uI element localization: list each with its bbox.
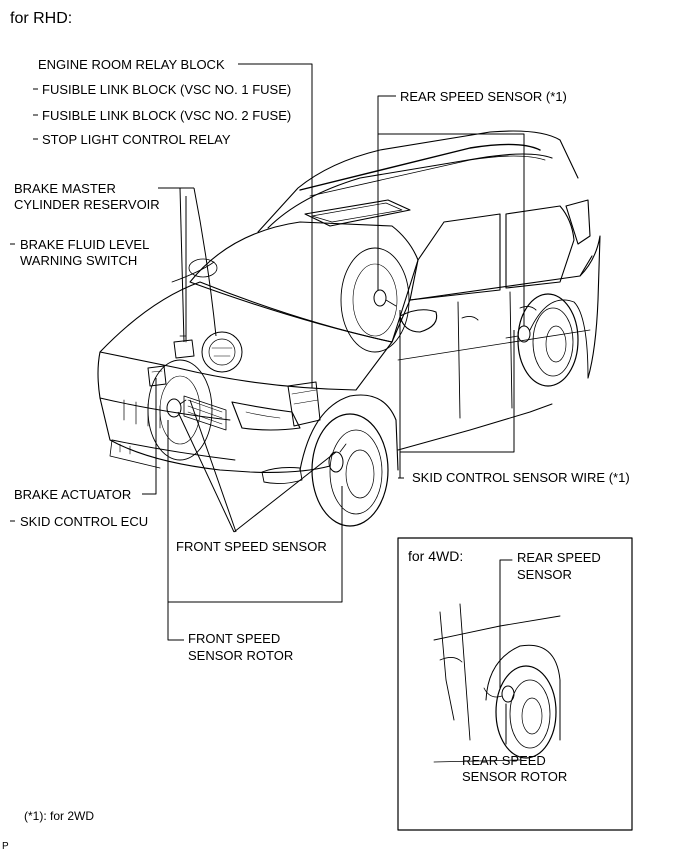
engine-room-relay-block bbox=[287, 381, 321, 427]
label-front-rotor-line1: FRONT SPEED bbox=[188, 631, 281, 646]
label-brake-master-line2: CYLINDER RESERVOIR bbox=[14, 197, 160, 212]
label-stop-light-relay: STOP LIGHT CONTROL RELAY bbox=[42, 132, 231, 147]
inset-label-rear-sensor-line2: SENSOR bbox=[517, 567, 572, 582]
label-engine-room-relay-block: ENGINE ROOM RELAY BLOCK bbox=[38, 57, 225, 72]
corner-mark: P bbox=[2, 841, 9, 852]
label-skid-control-sensor-wire: SKID CONTROL SENSOR WIRE (*1) bbox=[412, 470, 630, 485]
label-brake-actuator: BRAKE ACTUATOR bbox=[14, 487, 132, 502]
rear-speed-sensor-left bbox=[373, 289, 397, 307]
label-front-speed-sensor: FRONT SPEED SENSOR bbox=[176, 539, 327, 554]
brake-actuator-unit bbox=[147, 365, 167, 387]
rear-right-wheel bbox=[517, 293, 579, 387]
inset-label-rear-rotor-line1: REAR SPEED bbox=[462, 753, 546, 768]
leader-lines bbox=[10, 63, 525, 641]
rear-left-wheel-phantom bbox=[340, 247, 410, 353]
inset-label-rear-rotor-line2: SENSOR ROTOR bbox=[462, 769, 568, 784]
label-rear-speed-sensor: REAR SPEED SENSOR (*1) bbox=[400, 89, 567, 104]
label-fluid-switch-line2: WARNING SWITCH bbox=[20, 253, 138, 268]
label-brake-master-line1: BRAKE MASTER bbox=[14, 181, 116, 196]
label-fusible-link-1: FUSIBLE LINK BLOCK (VSC NO. 1 FUSE) bbox=[42, 82, 292, 97]
inset-4wd bbox=[397, 537, 633, 831]
front-speed-sensor-left bbox=[166, 398, 187, 418]
label-fluid-switch-line1: BRAKE FLUID LEVEL bbox=[20, 237, 150, 252]
inset-title: for 4WD: bbox=[408, 548, 464, 564]
suv-body-outline bbox=[97, 130, 601, 485]
front-right-wheel bbox=[311, 413, 389, 527]
brake-booster bbox=[201, 331, 243, 373]
front-left-wheel-phantom bbox=[147, 359, 213, 461]
page-heading: for RHD: bbox=[10, 10, 73, 27]
inset-label-rear-sensor-line1: REAR SPEED bbox=[517, 550, 601, 565]
footnote: (*1): for 2WD bbox=[24, 809, 95, 823]
label-front-rotor-line2: SENSOR ROTOR bbox=[188, 648, 294, 663]
label-fusible-link-2: FUSIBLE LINK BLOCK (VSC NO. 2 FUSE) bbox=[42, 108, 292, 123]
label-skid-control-ecu: SKID CONTROL ECU bbox=[20, 514, 149, 529]
